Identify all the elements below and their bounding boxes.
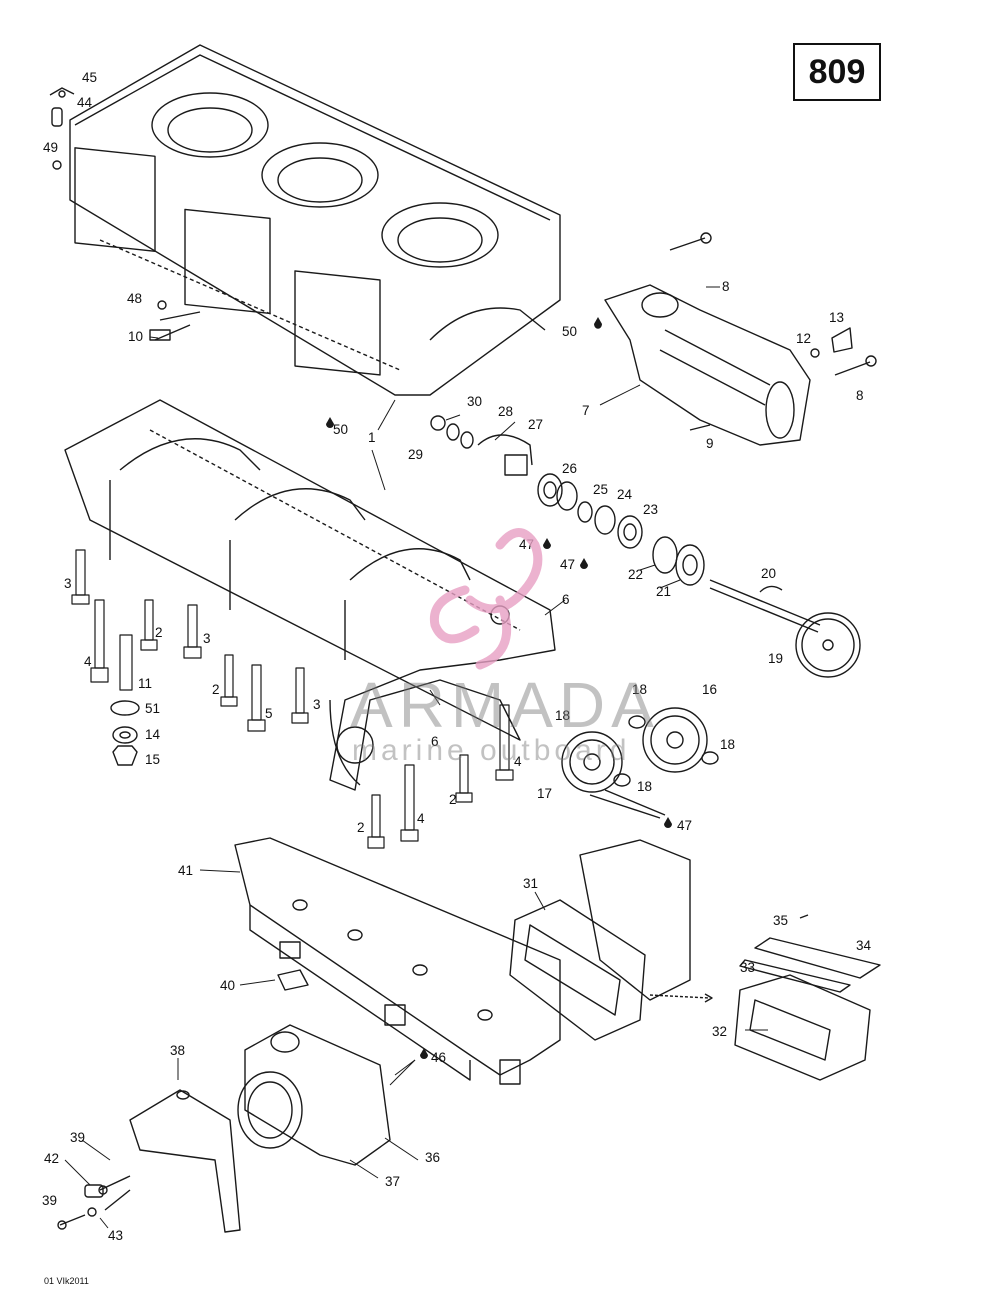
part-label: 1 xyxy=(368,430,376,445)
part-label: 40 xyxy=(220,978,235,993)
diagram-number-badge: 809 xyxy=(793,43,881,101)
gears xyxy=(561,612,861,819)
part-label: 18 xyxy=(632,682,647,697)
part-label: 27 xyxy=(528,417,543,432)
part-label: 39 xyxy=(70,1130,85,1145)
part-label: 6 xyxy=(562,592,570,607)
part-label: 18 xyxy=(637,779,652,794)
part-label: 19 xyxy=(768,651,783,666)
part-label: 45 xyxy=(82,70,97,85)
part-label: 42 xyxy=(44,1151,59,1166)
pump-housing xyxy=(594,232,877,446)
part-label: 25 xyxy=(593,482,608,497)
reed-valve-assembly xyxy=(509,839,881,1081)
part-label: 2 xyxy=(357,820,365,835)
part-label: 6 xyxy=(431,734,439,749)
part-label: 41 xyxy=(178,863,193,878)
part-label: 3 xyxy=(313,697,321,712)
part-label: 11 xyxy=(138,676,152,691)
part-label: 2 xyxy=(155,625,163,640)
part-label: 15 xyxy=(145,752,160,767)
part-label: 13 xyxy=(829,310,844,325)
part-label: 36 xyxy=(425,1150,440,1165)
part-label: 17 xyxy=(537,786,552,801)
part-label: 48 xyxy=(127,291,142,306)
intake-manifold xyxy=(234,837,561,1085)
part-label: 43 xyxy=(108,1228,123,1243)
part-label: 14 xyxy=(145,727,161,742)
dowel-parts-top-left xyxy=(49,87,201,341)
part-label: 21 xyxy=(656,584,671,599)
part-label: 46 xyxy=(431,1050,446,1065)
sealant-drop-marks xyxy=(326,317,672,1059)
part-label: 37 xyxy=(385,1174,400,1189)
watermark-logo xyxy=(429,528,543,670)
part-label: 30 xyxy=(467,394,482,409)
studs-and-bolts xyxy=(71,549,514,849)
part-label: 5 xyxy=(265,706,273,721)
part-label: 49 xyxy=(43,140,58,155)
part-label: 51 xyxy=(145,701,160,716)
part-label: 50 xyxy=(333,422,348,437)
part-number-labels: 45 44 49 48 10 8 50 13 12 8 7 9 30 28 27… xyxy=(42,70,872,1243)
part-label: 34 xyxy=(856,938,872,953)
part-label: 31 xyxy=(523,876,538,891)
part-label: 9 xyxy=(706,436,714,451)
part-label: 18 xyxy=(555,708,570,723)
part-label: 10 xyxy=(128,329,143,344)
part-label: 4 xyxy=(514,754,522,769)
part-label: 50 xyxy=(562,324,577,339)
part-label: 23 xyxy=(643,502,658,517)
part-label: 2 xyxy=(449,792,457,807)
part-label: 35 xyxy=(773,913,788,928)
part-label: 33 xyxy=(740,960,755,975)
part-label: 32 xyxy=(712,1024,727,1039)
part-label: 2 xyxy=(212,682,220,697)
part-label: 7 xyxy=(582,403,590,418)
leader-lines xyxy=(64,286,768,1229)
upper-crankcase xyxy=(69,44,561,396)
watermark-subtitle: marine outboard xyxy=(352,734,631,767)
part-label: 47 xyxy=(677,818,692,833)
part-label: 16 xyxy=(702,682,717,697)
part-label: 24 xyxy=(617,487,633,502)
part-label: 3 xyxy=(64,576,72,591)
part-label: 18 xyxy=(720,737,735,752)
part-label: 12 xyxy=(796,331,811,346)
part-label: 3 xyxy=(203,631,211,646)
figure-code: 01 VIk2011 xyxy=(44,1276,89,1286)
part-label: 4 xyxy=(84,654,92,669)
part-label: 47 xyxy=(560,557,575,572)
part-label: 8 xyxy=(722,279,730,294)
part-label: 26 xyxy=(562,461,577,476)
part-label: 28 xyxy=(498,404,513,419)
part-label: 39 xyxy=(42,1193,57,1208)
part-label: 29 xyxy=(408,447,423,462)
shaft-bearings-seals xyxy=(430,415,821,633)
watermark-brand: ARMADA xyxy=(350,669,660,741)
part-label: 22 xyxy=(628,567,643,582)
throttle-body-and-bracket xyxy=(57,1024,391,1233)
part-label: 4 xyxy=(417,811,425,826)
part-label: 44 xyxy=(77,95,93,110)
part-label: 20 xyxy=(761,566,776,581)
part-label: 38 xyxy=(170,1043,185,1058)
part-label: 8 xyxy=(856,388,864,403)
